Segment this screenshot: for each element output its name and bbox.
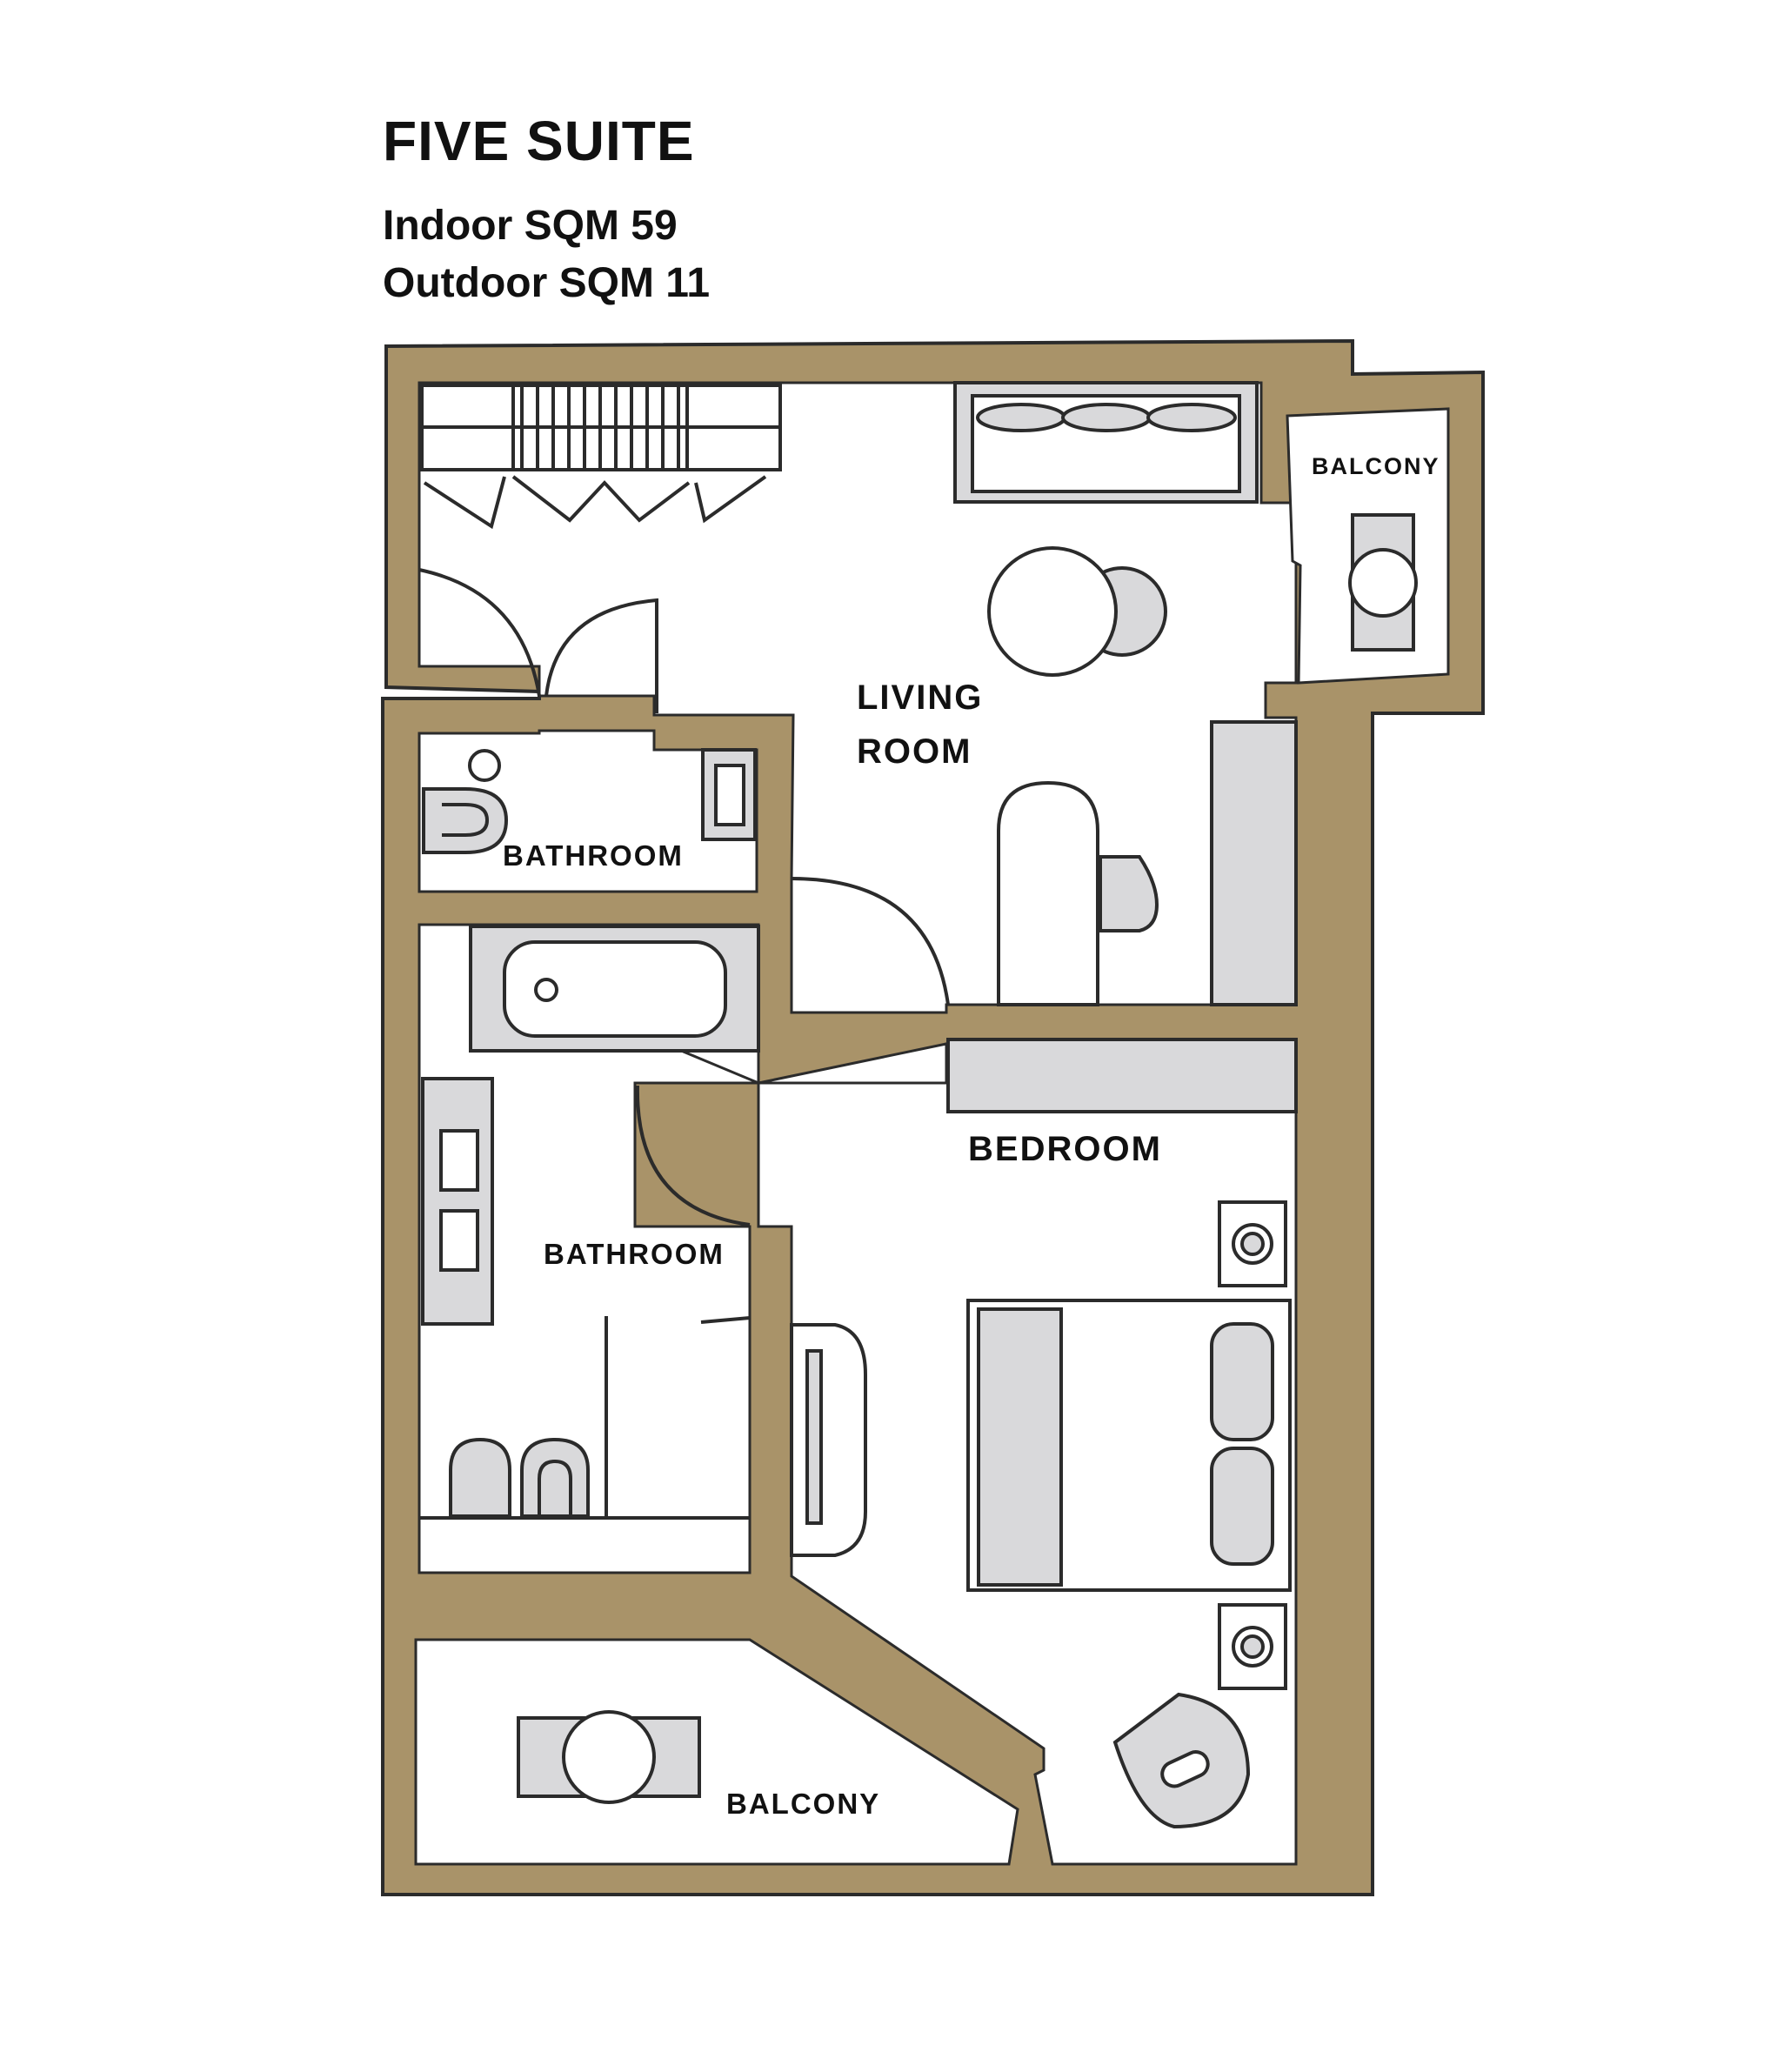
bedroom-wardrobe xyxy=(946,1038,1298,1113)
sofa xyxy=(953,381,1259,504)
nightstand-top xyxy=(1218,1200,1287,1287)
coffee-table xyxy=(987,546,1167,677)
toilet-small xyxy=(422,749,509,854)
label-bathroom-small: BATHROOM xyxy=(503,839,684,872)
balcony-top-chair xyxy=(1348,513,1418,652)
bathroom-small-floor xyxy=(418,729,758,893)
label-bathroom-large: BATHROOM xyxy=(544,1238,725,1270)
tv-cabinet xyxy=(1210,720,1298,1006)
entry-doors xyxy=(418,568,658,713)
plan-title: FIVE SUITE xyxy=(383,110,695,172)
label-living-room: LIVING xyxy=(857,678,983,717)
wardrobe xyxy=(420,384,782,530)
nightstand-bottom xyxy=(1218,1603,1287,1690)
balcony-bottom-chair xyxy=(517,1710,701,1804)
armchair xyxy=(1112,1692,1251,1829)
bidet xyxy=(520,1437,590,1518)
balcony-bottom-floor xyxy=(414,1638,1019,1866)
living-door xyxy=(791,877,950,1006)
label-balcony-top: BALCONY xyxy=(1312,453,1440,479)
outdoor-area: Outdoor SQM 11 xyxy=(383,260,711,306)
bathtub xyxy=(469,925,760,1053)
desk xyxy=(997,780,1159,1006)
label-bedroom: BEDROOM xyxy=(968,1130,1162,1168)
bed xyxy=(966,1299,1292,1592)
label-balcony-bottom: BALCONY xyxy=(726,1788,880,1820)
toilet-large xyxy=(449,1437,511,1518)
indoor-area: Indoor SQM 59 xyxy=(383,203,678,249)
vanity xyxy=(421,1077,494,1326)
label-living-room-2: ROOM xyxy=(857,732,972,771)
sink-small xyxy=(701,748,757,841)
bathroom-door xyxy=(635,1085,751,1226)
plan-header: FIVE SUITE Indoor SQM 59 Outdoor SQM 11 xyxy=(383,109,710,312)
bench xyxy=(790,1323,867,1557)
